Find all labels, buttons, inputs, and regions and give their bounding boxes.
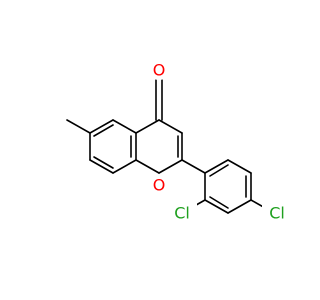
carbonyl-oxygen-label: O [153, 61, 166, 80]
atom-labels: O O Cl Cl [149, 60, 290, 225]
bond [135, 119, 160, 134]
para-chlorine-atom: Cl [262, 203, 290, 225]
bond [227, 159, 252, 174]
bond [158, 119, 183, 134]
bond [204, 159, 229, 174]
bond [66, 119, 91, 134]
bond [93, 156, 114, 169]
bond [209, 196, 229, 209]
bond [112, 159, 137, 174]
bond [204, 199, 229, 214]
bond [227, 199, 252, 214]
ortho-chlorine-label: Cl [174, 204, 190, 223]
ring-oxygen-atom: O [149, 175, 169, 195]
bond [93, 124, 114, 137]
bond [158, 159, 183, 174]
bond-lines [66, 79, 275, 214]
bond [112, 119, 137, 134]
bond [181, 159, 206, 174]
bond [89, 119, 114, 134]
bond [89, 159, 114, 174]
molecule-structure-diagram: O O Cl Cl [66, 60, 290, 225]
ortho-chlorine-atom: Cl [167, 203, 197, 225]
bond [135, 159, 160, 174]
para-chlorine-label: Cl [269, 204, 285, 223]
bond [209, 164, 229, 177]
carbonyl-oxygen-atom: O [149, 60, 169, 80]
ring-oxygen-label: O [153, 176, 166, 195]
